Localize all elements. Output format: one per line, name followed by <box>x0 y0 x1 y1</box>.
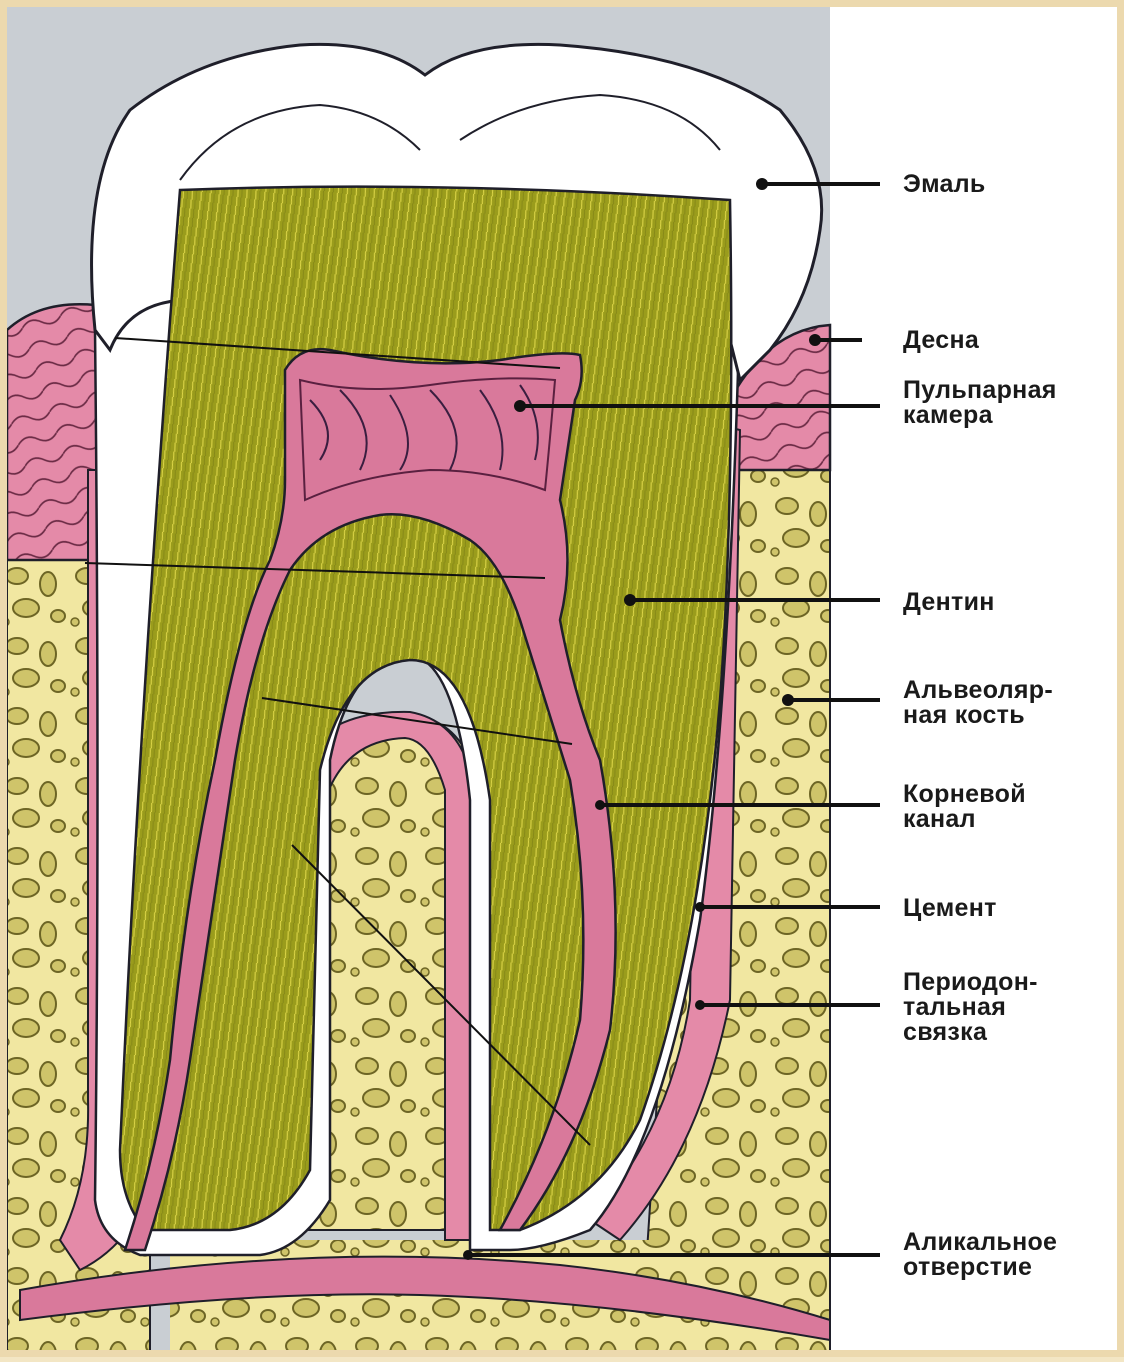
label-dentin: Дентин <box>903 590 995 615</box>
label-cement: Цемент <box>903 896 997 921</box>
label-alveolar-bone: Альвеоляр-ная кость <box>903 678 1053 728</box>
label-gum: Десна <box>903 328 979 353</box>
label-enamel: Эмаль <box>903 172 986 197</box>
